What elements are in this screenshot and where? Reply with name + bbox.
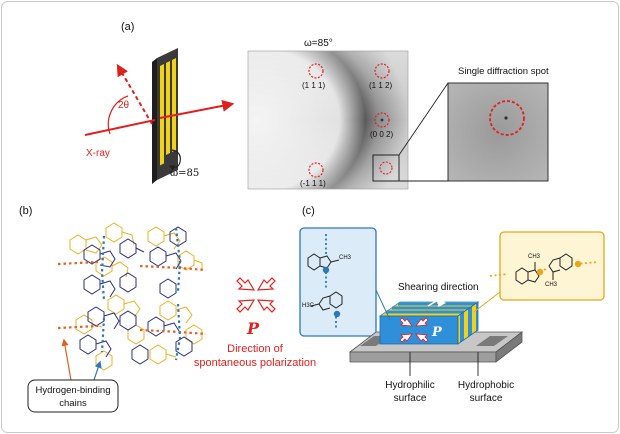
diffraction-pattern (247, 50, 409, 190)
two-theta-arc (107, 95, 129, 135)
hydrophilic-line1: Hydrophilic (385, 380, 434, 391)
zoom-source-spot (379, 161, 393, 175)
hydrophilic-line2: surface (394, 393, 427, 404)
device-p-label: P (431, 325, 443, 340)
panel-a: (a) 2θ X-ray ω=85 ω=85° (1 1 1) (1 1 2 (84, 21, 549, 190)
hbond-callout-box (27, 379, 119, 413)
polarization-symbol: P (246, 319, 260, 338)
panel-b-label: (b) (19, 205, 32, 217)
zoom-selection-box (372, 154, 400, 182)
inset-blue-leader (375, 289, 391, 321)
crystal-structure (57, 222, 207, 371)
hbond-callout-line2: chains (59, 398, 87, 409)
spot-m111-label: (-1 1 1) (300, 179, 326, 188)
xray-incident-line (84, 119, 156, 136)
hbond-callout-line1: Hydrogen-binding (36, 385, 111, 396)
panel-b: (b) (19, 205, 316, 413)
two-theta-label: 2θ (118, 100, 130, 111)
xray-label: X-ray (86, 148, 110, 159)
callout-arrow-orange (61, 338, 73, 387)
spot-002-marker (374, 112, 390, 128)
methyl-label-yellow-2: CH3 (545, 282, 558, 288)
spot-112-label: (1 1 2) (369, 81, 392, 90)
spot-m111-marker (308, 162, 324, 178)
spot-112-marker (374, 63, 390, 79)
methyl-label-top: CH3 (339, 255, 352, 261)
omega-rotation-arrow (168, 149, 181, 171)
molecule-inset-blue (299, 227, 377, 337)
zoom-title: Single diffraction spot (458, 66, 549, 77)
spot-002-dot (380, 118, 384, 122)
spot-111-label: (1 1 1) (302, 81, 325, 90)
zoom-line-top (398, 82, 449, 156)
inset-yellow-leader (473, 291, 501, 313)
ferroelectric-film (378, 298, 480, 345)
panel-a-label: (a) (121, 21, 134, 33)
spot-111-marker (308, 63, 324, 79)
spot-002-label: (0 0 2) (370, 130, 393, 139)
panel-c: (c) CH3 H3C (299, 205, 605, 404)
polarization-text-line2: spontaneous polarization (194, 357, 316, 369)
panel-c-label: (c) (302, 205, 315, 217)
xray-transmitted-arrow (159, 99, 235, 119)
polarization-arrows-icon (236, 277, 276, 313)
zoom-inset (447, 82, 549, 182)
molecule-inset-yellow (489, 231, 605, 301)
sample-chip (152, 48, 178, 184)
hydrophobic-line2: surface (470, 393, 503, 404)
polarization-text-line1: Direction of (227, 343, 284, 355)
shearing-label: Shearing direction (398, 282, 479, 293)
diffracted-beam-arrow (116, 63, 153, 125)
methyl-label-bottom: H3C (302, 303, 315, 309)
hydrophobic-line1: Hydrophobic (458, 380, 514, 391)
omega-sample-label: ω=85 (170, 168, 199, 179)
device-polarization-icon (399, 317, 429, 343)
methyl-label-yellow-1: CH3 (528, 254, 541, 260)
pattern-title: ω=85° (304, 38, 333, 49)
